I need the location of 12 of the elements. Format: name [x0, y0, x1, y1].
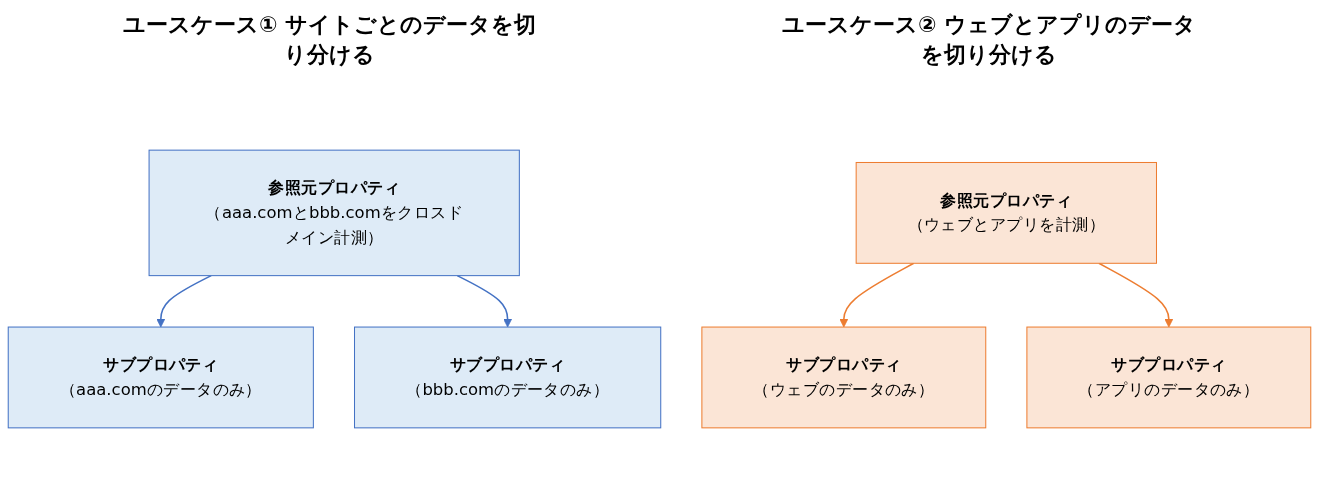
node-box: 参照元プロパティ （aaa.comとbbb.comをクロスドメイン計測） — [148, 149, 520, 277]
node-box: サブプロパティ （bbb.comのデータのみ） — [354, 326, 662, 429]
node-box: サブプロパティ （ウェブのデータのみ） — [701, 326, 987, 429]
node-box: 参照元プロパティ （ウェブとアプリを計測） — [855, 161, 1157, 264]
arrow — [456, 274, 513, 328]
node-box: サブプロパティ （aaa.comのデータのみ） — [7, 326, 314, 429]
arrow — [1098, 262, 1174, 328]
arrow — [839, 262, 915, 328]
section-heading: ユースケース② ウェブとアプリのデータを切り分ける — [781, 11, 1198, 69]
node-box: サブプロパティ （アプリのデータのみ） — [1026, 326, 1312, 429]
arrow — [156, 274, 212, 328]
section-heading: ユースケース① サイトごとのデータを切り分ける — [122, 11, 538, 69]
